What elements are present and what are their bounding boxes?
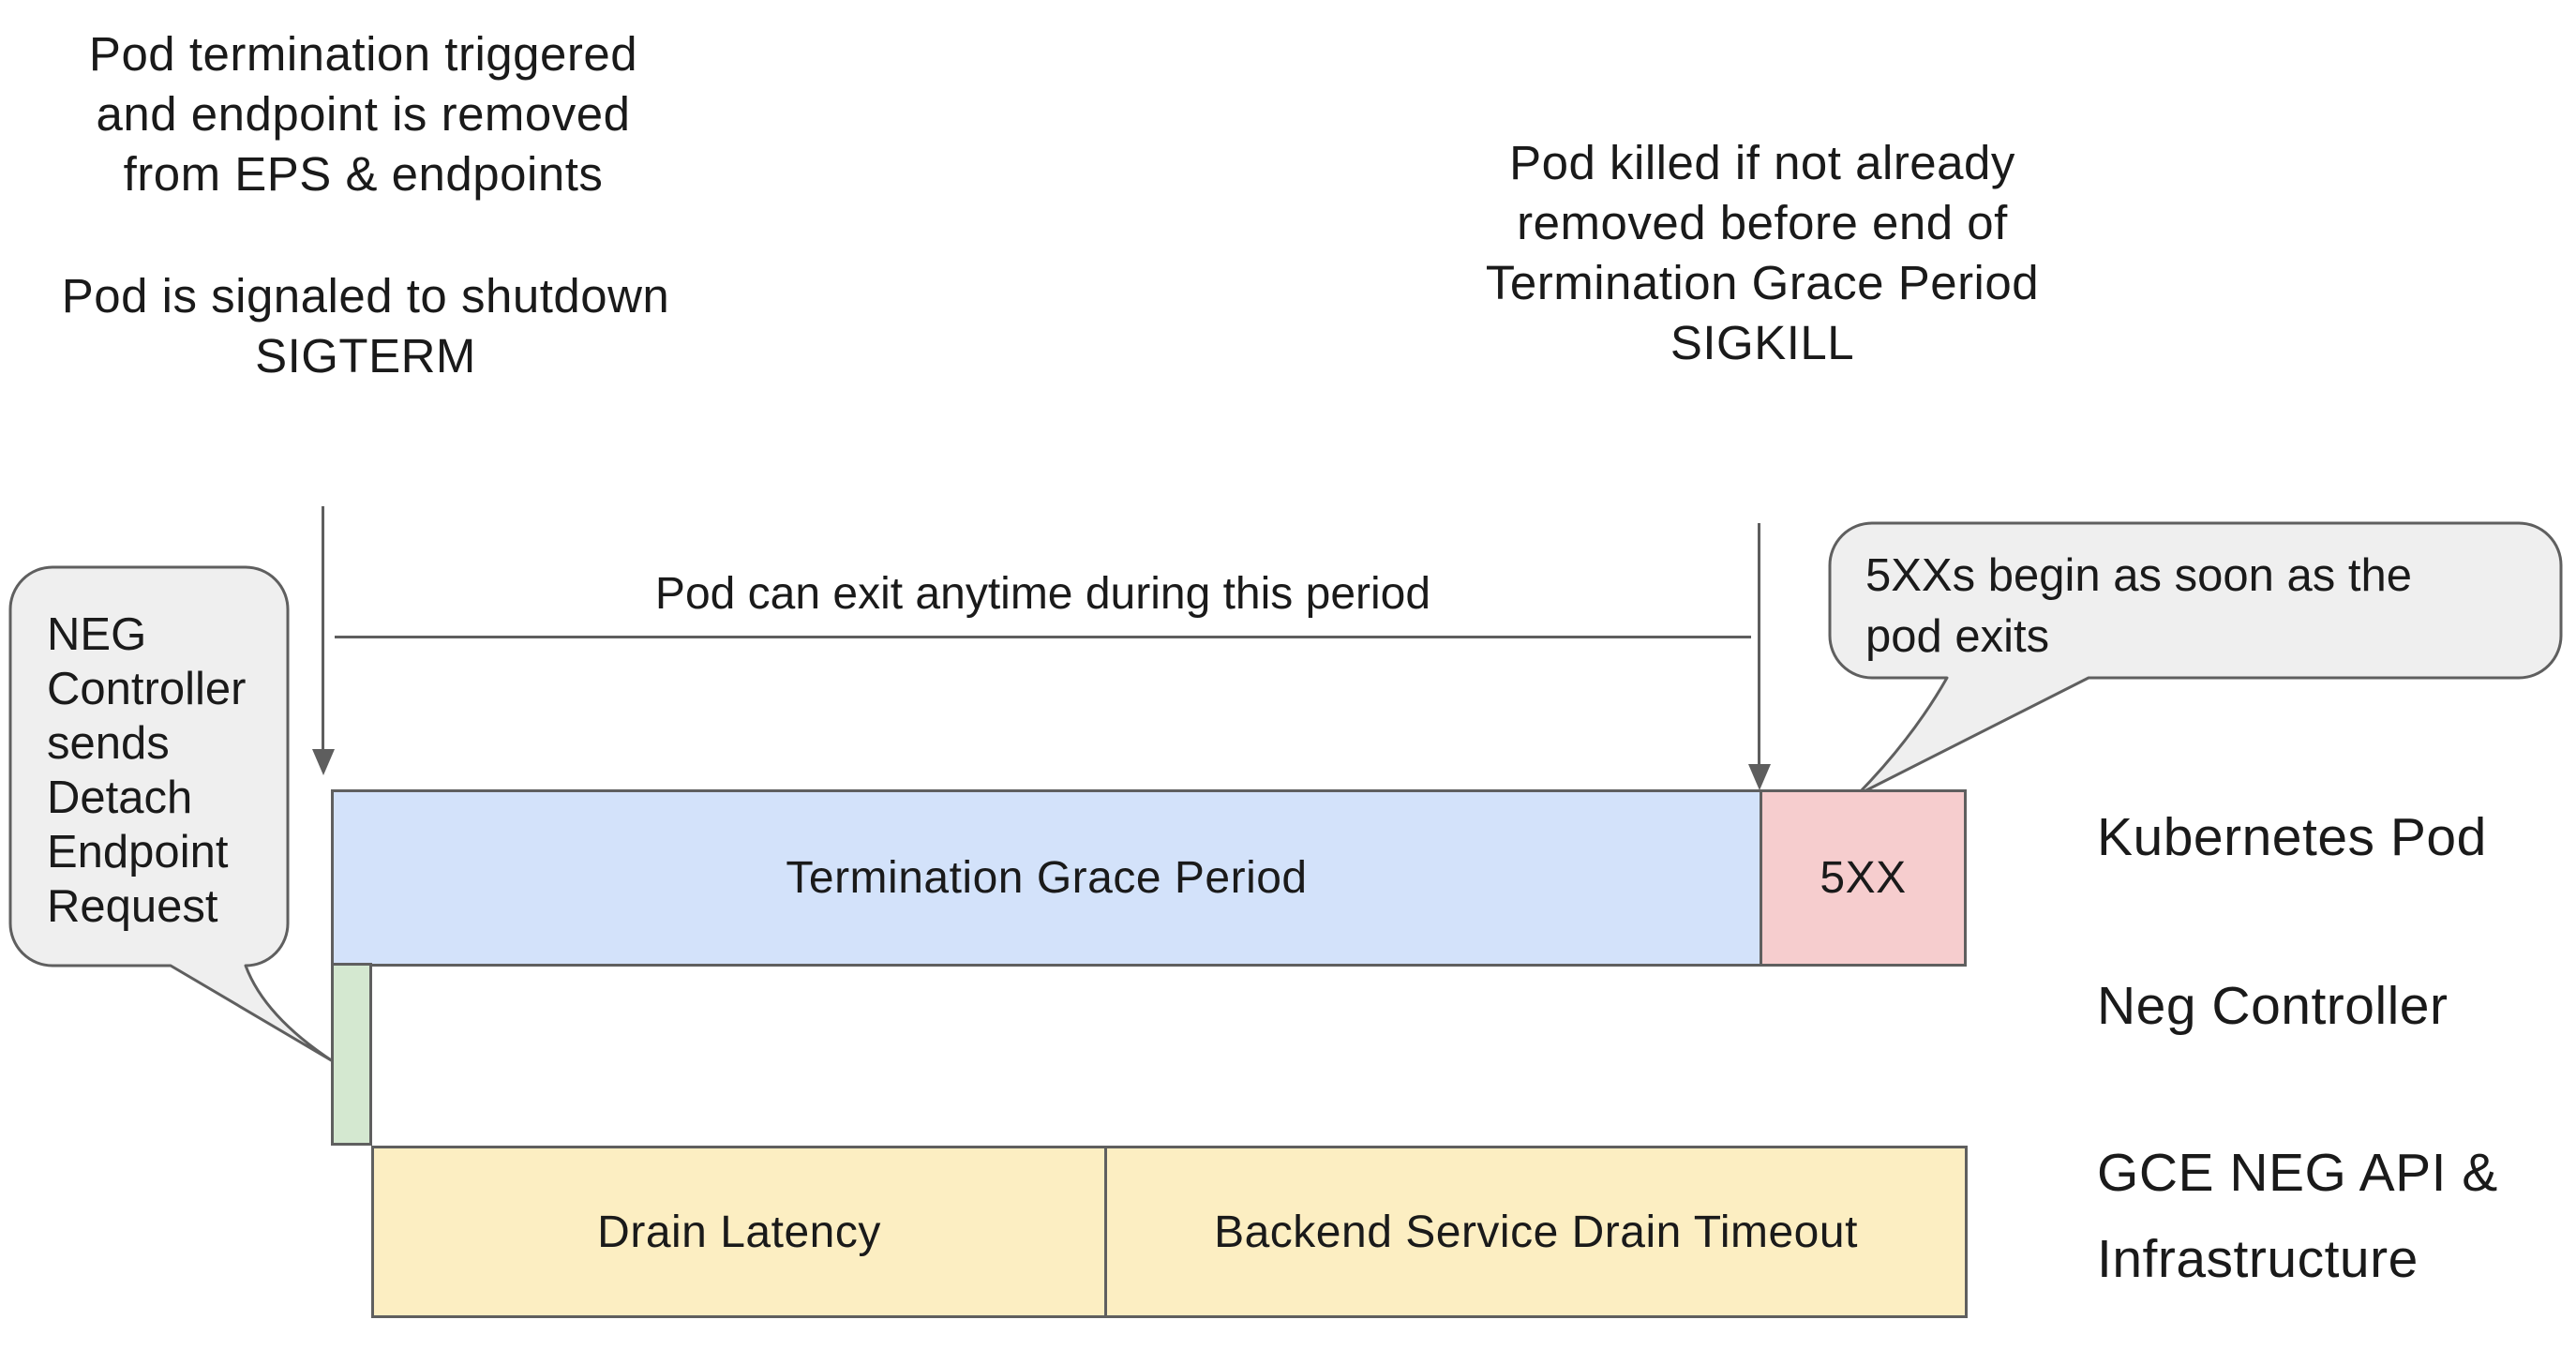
neg-controller-bubble-text: NEG Controller sends Detach Endpoint Req…	[47, 609, 247, 932]
measure-label: Pod can exit anytime during this period	[654, 569, 1431, 619]
drain-timeout-segment: Backend Service Drain Timeout	[1104, 1148, 1965, 1315]
sigkill-arrow-head-icon	[1748, 764, 1771, 790]
sigkill-arrow-shaft	[1758, 523, 1760, 766]
5xx-segment: 5XX	[1760, 792, 1964, 964]
row-label-kubernetes-pod: Kubernetes Pod	[2097, 807, 2487, 867]
termination-grace-period-segment: Termination Grace Period	[334, 792, 1760, 964]
5xx-bubble-text: 5XXs begin as soon as the pod exits	[1865, 550, 2412, 662]
row-label-neg-controller: Neg Controller	[2097, 976, 2449, 1036]
row-label-gce-neg-api: GCE NEG API & Infrastructure	[2097, 1143, 2498, 1289]
drain-latency-segment: Drain Latency	[374, 1148, 1104, 1315]
annotation-pod-sigterm: Pod is signaled to shutdown SIGTERM	[61, 269, 670, 382]
sigterm-arrow-head-icon	[312, 749, 335, 775]
annotation-pod-termination: Pod termination triggered and endpoint i…	[88, 27, 638, 201]
measure-line	[335, 636, 1751, 638]
annotation-pod-killed: Pod killed if not already removed before…	[1485, 136, 2040, 369]
neg-controller-detach-strip	[331, 963, 372, 1146]
kubernetes-pod-bar: Termination Grace Period 5XX	[331, 789, 1967, 967]
gce-neg-bar: Drain Latency Backend Service Drain Time…	[371, 1146, 1968, 1318]
sigterm-arrow-shaft	[322, 506, 324, 751]
